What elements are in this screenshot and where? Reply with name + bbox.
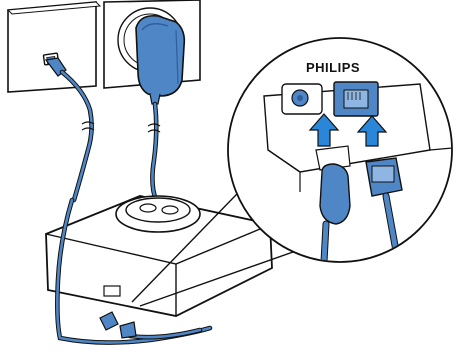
phone-wall-socket-icon bbox=[6, 1, 102, 93]
power-adapter-icon bbox=[135, 14, 186, 105]
power-cable bbox=[147, 101, 161, 203]
brand-label: PHILIPS bbox=[306, 60, 360, 75]
power-plug-icon bbox=[119, 321, 137, 339]
insert-arrow-icon bbox=[308, 113, 340, 147]
base-station-icon bbox=[45, 195, 273, 317]
phone-cable bbox=[44, 57, 95, 203]
magnified-detail: PHILIPS bbox=[227, 37, 453, 263]
rj11-plug-icon bbox=[99, 311, 119, 331]
base-cables bbox=[55, 197, 213, 345]
insert-arrow-icon bbox=[356, 115, 388, 147]
